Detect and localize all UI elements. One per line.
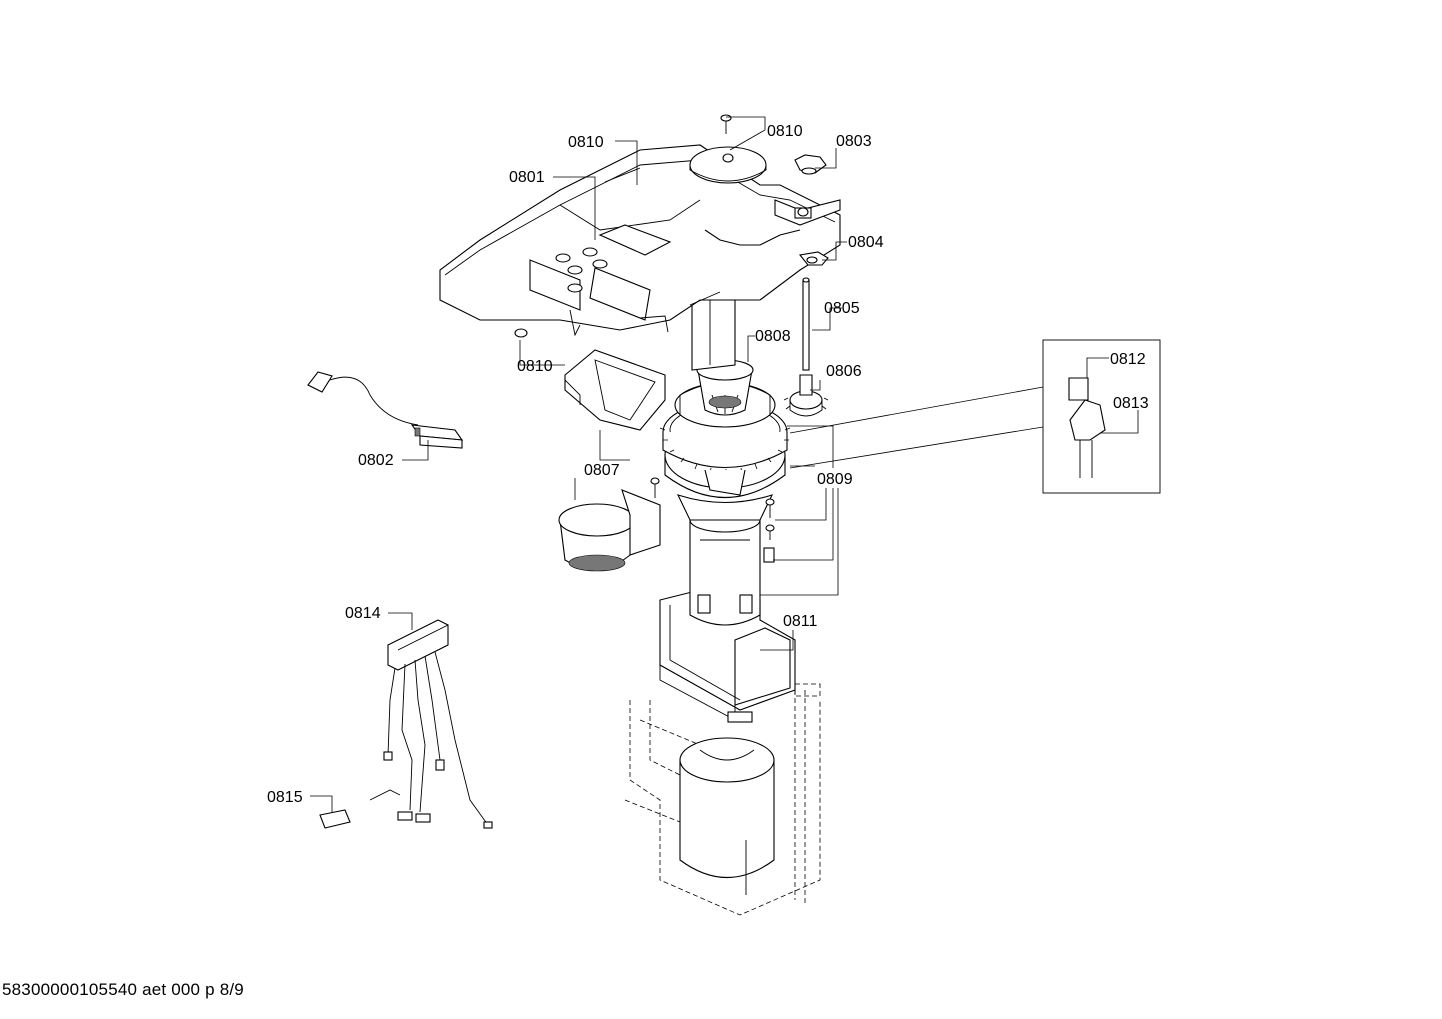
callout-0815: 0815: [267, 789, 303, 806]
callout-0801: 0801: [509, 169, 545, 186]
callout-0810-mid: 0810: [517, 358, 553, 375]
grinder-chute: [691, 289, 736, 371]
callout-0809: 0809: [817, 471, 853, 488]
document-id: 58300000105540 aet 000 p 8/9: [2, 980, 244, 999]
screw-top: [720, 114, 732, 134]
nut-0810: [514, 328, 528, 338]
leader-lines: [310, 116, 1139, 812]
callout-0812: 0812: [1110, 351, 1146, 368]
callout-0810-right: 0810: [767, 123, 803, 140]
callout-0807: 0807: [584, 462, 620, 479]
shaft-0805: [802, 277, 810, 371]
callout-0806: 0806: [826, 363, 862, 380]
callout-labels: 0810 0810 0803 0801 0804 0805 0808 0810 …: [267, 123, 1149, 806]
funnel-0810: [564, 349, 666, 431]
callout-0803: 0803: [836, 133, 872, 150]
callout-0814: 0814: [345, 605, 381, 622]
burr-0808: [696, 359, 754, 416]
callout-0808: 0808: [755, 328, 791, 345]
screws-0809: [650, 477, 775, 563]
clip-0804: [798, 251, 829, 266]
callout-0805: 0805: [824, 300, 860, 317]
bearing-disk: [689, 146, 767, 184]
knob-0803: [794, 154, 827, 175]
detail-inset: [789, 339, 1161, 494]
connector-0814: [369, 619, 493, 829]
small-gear-0806: [783, 374, 829, 417]
sleeve-0815: [319, 809, 351, 829]
top-plate-0801: [439, 144, 841, 337]
motor-cylinder: [679, 737, 775, 895]
cup-0807: [558, 489, 661, 572]
callout-0804: 0804: [848, 234, 884, 251]
grinder-tube: [676, 494, 774, 626]
reed-switch-0802: [307, 371, 464, 449]
callout-0802: 0802: [358, 452, 394, 469]
grinder-gear-ring: [659, 382, 791, 499]
callout-0813: 0813: [1113, 395, 1149, 412]
callout-0811: 0811: [783, 613, 818, 630]
callout-0810-top: 0810: [568, 134, 604, 151]
